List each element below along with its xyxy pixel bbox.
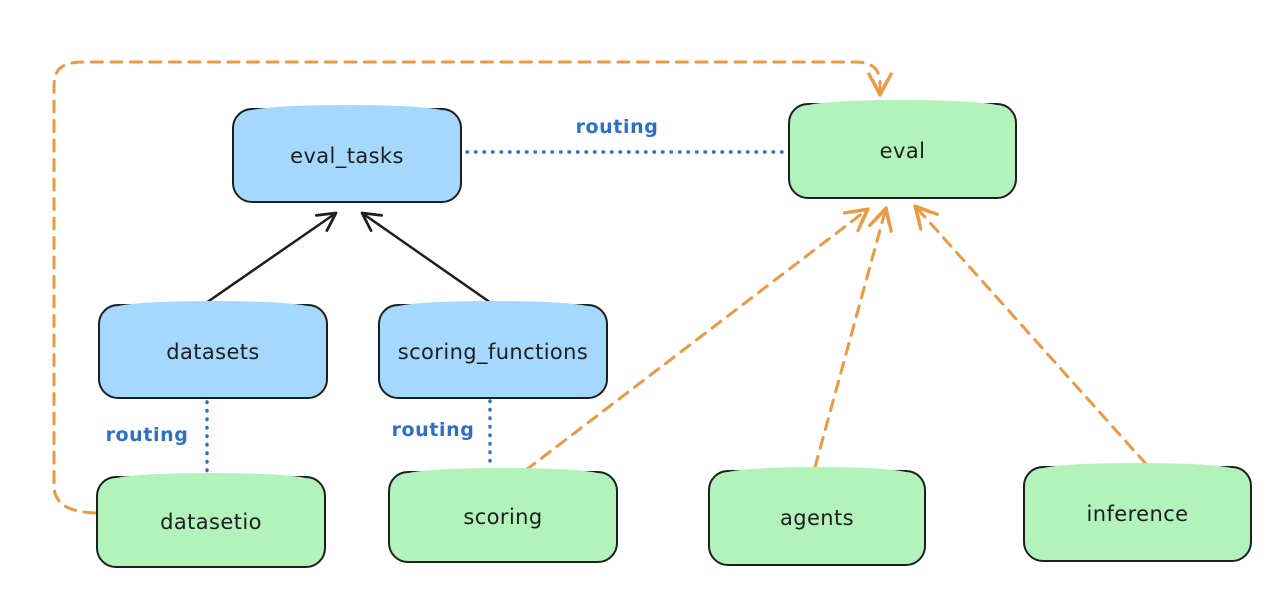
node-inference-label: inference: [1086, 502, 1189, 526]
node-datasets: datasets: [98, 301, 328, 399]
node-scoring: scoring: [388, 468, 618, 563]
node-scoring-label: scoring: [463, 505, 543, 529]
node-eval-tasks-label: eval_tasks: [290, 143, 404, 168]
node-scoring-functions-label: scoring_functions: [397, 339, 589, 364]
node-eval: eval: [788, 100, 1017, 199]
node-scoring-functions: scoring_functions: [378, 301, 608, 399]
edge-label-routing-left: routing: [105, 424, 189, 446]
edge-inference-to-eval: [913, 204, 1148, 466]
node-datasetio: datasetio: [96, 473, 326, 568]
node-agents-label: agents: [779, 506, 854, 530]
node-datasetio-label: datasetio: [160, 510, 262, 534]
node-eval-label: eval: [879, 139, 926, 163]
node-agents: agents: [708, 467, 926, 566]
edge-label-routing-top: routing: [575, 116, 659, 138]
node-datasets-label: datasets: [166, 339, 260, 364]
edge-label-routing-middle: routing: [391, 419, 475, 441]
node-eval-tasks: eval_tasks: [232, 105, 462, 203]
node-inference: inference: [1023, 463, 1252, 562]
edge-datasets-to-eval-tasks: [204, 211, 338, 305]
edge-scoring-functions-to-eval-tasks: [360, 211, 493, 305]
edge-agents-to-eval: [813, 206, 893, 469]
